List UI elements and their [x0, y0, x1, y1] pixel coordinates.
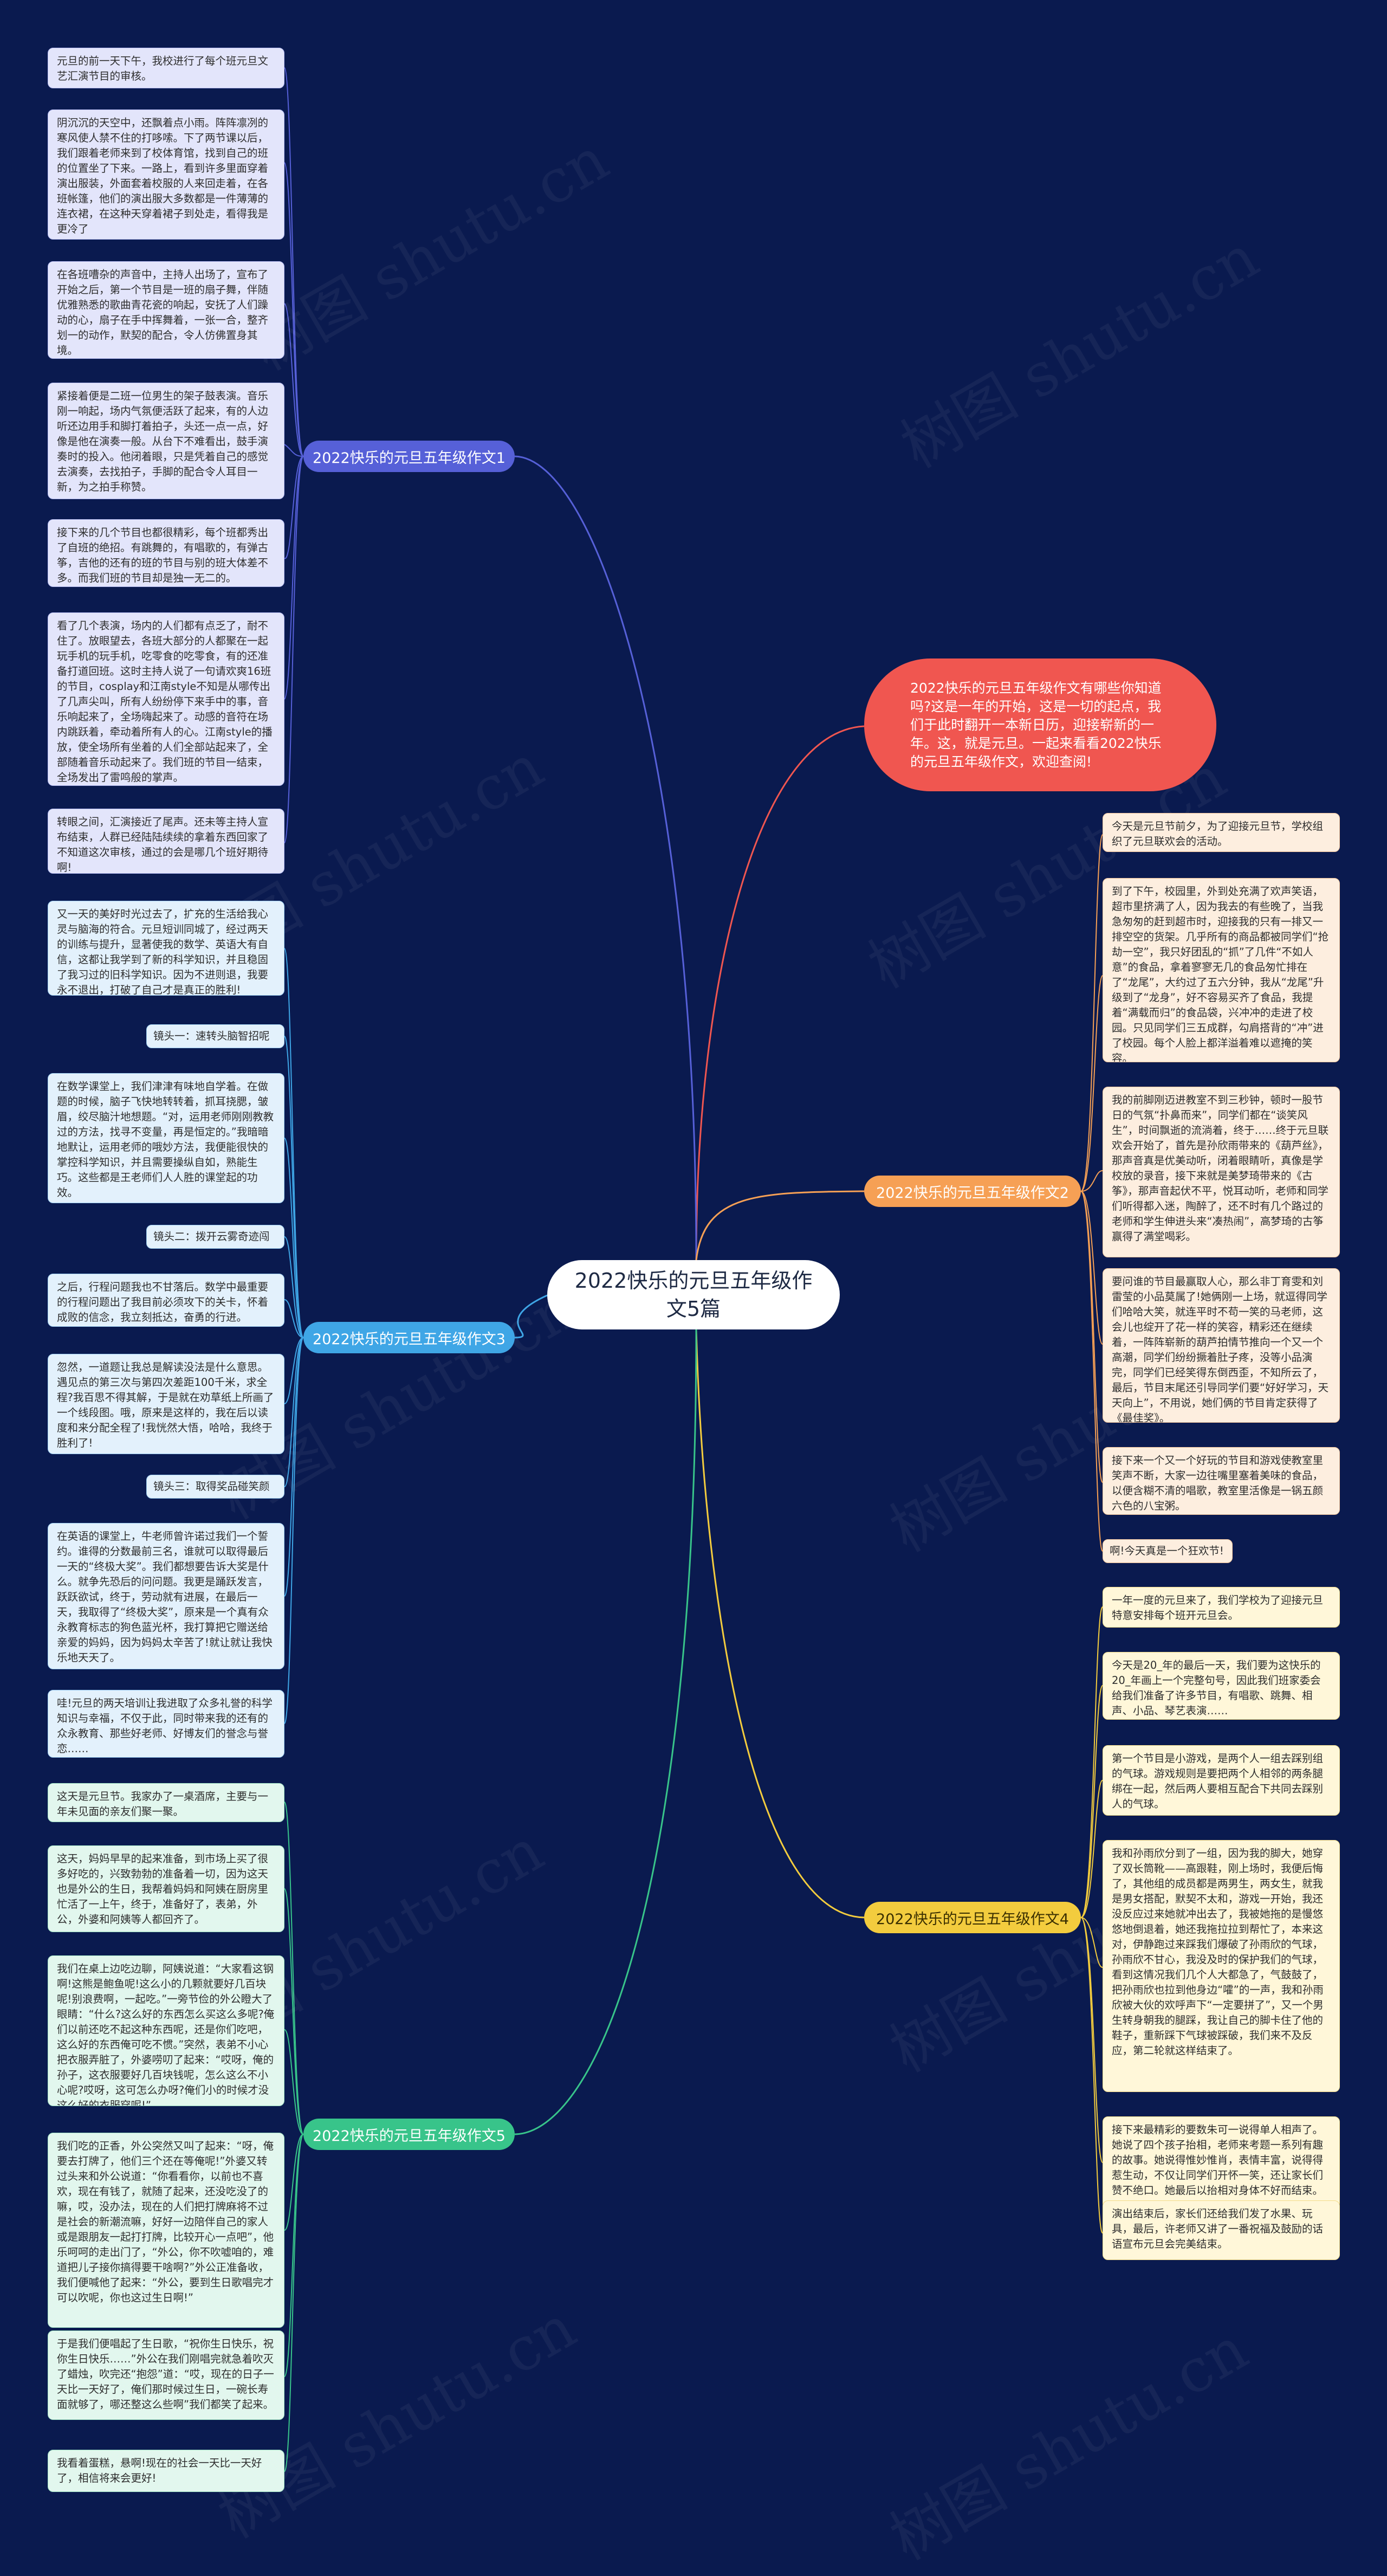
- leaf-1-3[interactable]: 在各班嘈杂的声音中，主持人出场了，宣布了开始之后，第一个节目是一班的扇子舞，伴随…: [48, 261, 284, 359]
- link-branch1: [514, 455, 697, 1261]
- link-branch5: [514, 1329, 697, 2135]
- leaf-2-5[interactable]: 接下来一个又一个好玩的节目和游戏使教室里笑声不断，大家一边往嘴里塞着美味的食品，…: [1103, 1447, 1340, 1515]
- root-node[interactable]: 2022快乐的元旦五年级作文5篇: [547, 1260, 840, 1329]
- leaf-3-2[interactable]: 镜头一：速转头脑智招呢: [146, 1024, 284, 1048]
- link-branch4: [695, 1329, 865, 1919]
- leaf-1-5[interactable]: 接下来的几个节目也都很精彩，每个班都秀出了自班的绝招。有跳舞的，有唱歌的，有弹古…: [48, 519, 284, 587]
- leaf-3-9[interactable]: 哇!元旦的两天培训让我进取了众多礼誉的科学知识与幸福，不仅于此，同时带来我的还有…: [48, 1690, 284, 1758]
- leaf-5-2[interactable]: 这天，妈妈早早的起来准备，到市场上买了很多好吃的，兴致勃勃的准备着一切，因为这天…: [48, 1845, 284, 1932]
- branch-node-1[interactable]: 2022快乐的元旦五年级作文1: [303, 441, 515, 472]
- leaf-1-6[interactable]: 看了几个表演，场内的人们都有点乏了，耐不住了。放眼望去，各班大部分的人都聚在一起…: [48, 612, 284, 786]
- leaf-4-6[interactable]: 演出结束后，家长们还给我们发了水果、玩具，最后，许老师又讲了一番祝福及鼓励的话语…: [1103, 2200, 1340, 2260]
- leaf-5-3[interactable]: 我们在桌上边吃边聊，阿姨说道：“大家看这钢啊!这熊是鲍鱼呢!这么小的几颗就要好几…: [48, 1955, 284, 2106]
- leaf-2-2[interactable]: 到了下午，校园里，外到处充满了欢声笑语，超市里挤满了人，因为我去的有些晚了，当我…: [1103, 878, 1340, 1062]
- leaf-4-1[interactable]: 一年一度的元旦来了，我们学校为了迎接元旦特意安排每个班开元旦会。: [1103, 1587, 1340, 1628]
- leaf-3-4[interactable]: 镜头二：拨开云雾奇迹闯: [146, 1225, 284, 1249]
- leaf-3-7[interactable]: 镜头三：取得奖品碰笑颜: [146, 1475, 284, 1499]
- leaf-5-5[interactable]: 于是我们便唱起了生日歌，“祝你生日快乐，祝你生日快乐……”外公在我们刚唱完就急着…: [48, 2330, 284, 2420]
- leaf-1-1[interactable]: 元旦的前一天下午，我校进行了每个班元旦文艺汇演节目的审核。: [48, 48, 284, 88]
- leaf-5-6[interactable]: 我看着蛋糕，悬啊!现在的社会一天比一天好了，相信将来会更好!: [48, 2450, 284, 2492]
- leaf-4-5[interactable]: 接下来最精彩的要数朱可一说得单人相声了。她说了四个孩子抬相，老师来考题一系列有趣…: [1103, 2116, 1340, 2209]
- leaf-3-5[interactable]: 之后，行程问题我也不甘落后。数学中最重要的行程问题出了我目前必须攻下的关卡，怀着…: [48, 1274, 284, 1327]
- leaf-3-3[interactable]: 在数学课堂上，我们津津有味地自学着。在做题的时候，脑子飞快地转转着，抓耳挠腮，皱…: [48, 1073, 284, 1203]
- leaf-4-2[interactable]: 今天是20_年的最后一天，我们要为这快乐的20_年画上一个完整句号，因此我们班家…: [1103, 1652, 1340, 1720]
- link-branch3: [514, 1294, 548, 1339]
- leaf-1-4[interactable]: 紧接着便是二班一位男生的架子鼓表演。音乐刚一响起，场内气氛便活跃了起来，有的人边…: [48, 383, 284, 499]
- intro-node[interactable]: 2022快乐的元旦五年级作文有哪些你知道吗?这是一年的开始，这是一切的起点，我们…: [864, 658, 1216, 791]
- leaf-2-3[interactable]: 我的前脚刚迈进教室不到三秒钟，顿时一股节日的气氛“扑鼻而来”，同学们都在“谈笑风…: [1103, 1087, 1340, 1257]
- leaf-1-2[interactable]: 阴沉沉的天空中，还飘着点小雨。阵阵凛冽的寒风使人禁不住的打哆嗦。下了两节课以后，…: [48, 109, 284, 240]
- leaf-2-6[interactable]: 啊!今天真是一个狂欢节!: [1103, 1539, 1233, 1563]
- link-intro: [695, 725, 865, 1261]
- leaf-3-8[interactable]: 在英语的课堂上，牛老师曾许诺过我们一个誓约。谁得的分数最前三名，谁就可以取得最后…: [48, 1523, 284, 1669]
- leaf-4-3[interactable]: 第一个节目是小游戏，是两个人一组去踩别组的气球。游戏规则是要把两个人相邻的两条腿…: [1103, 1745, 1340, 1816]
- branch-node-2[interactable]: 2022快乐的元旦五年级作文2: [864, 1176, 1081, 1207]
- leaf-5-1[interactable]: 这天是元旦节。我家办了一桌酒席，主要与一年未见面的亲友们聚一聚。: [48, 1783, 284, 1822]
- leaf-2-1[interactable]: 今天是元旦节前夕，为了迎接元旦节，学校组织了元旦联欢会的活动。: [1103, 813, 1340, 852]
- link-branch2: [695, 1190, 865, 1261]
- leaf-5-4[interactable]: 我们吃的正香，外公突然又叫了起来：“呀，俺要去打牌了，他们三个还在等俺呢!”外婆…: [48, 2133, 284, 2328]
- leaf-2-4[interactable]: 要问谁的节目最赢取人心，那么非丁育雯和刘雷莹的小品莫属了!她俩刚一上场，就逗得同…: [1103, 1268, 1340, 1423]
- leaf-3-6[interactable]: 忽然，一道题让我总是解读没法是什么意思。遇见点的第三次与第四次差距100千米，求…: [48, 1354, 284, 1454]
- branch-node-5[interactable]: 2022快乐的元旦五年级作文5: [303, 2119, 515, 2150]
- leaf-4-4[interactable]: 我和孙雨欣分到了一组，因为我的脚大，她穿了双长筒靴——高跟鞋，刚上场时，我便后悔…: [1103, 1840, 1340, 2092]
- leaf-3-1[interactable]: 又一天的美好时光过去了，扩充的生活给我心灵与脑海的符合。元旦短训同城了，经过两天…: [48, 901, 284, 996]
- branch-node-3[interactable]: 2022快乐的元旦五年级作文3: [303, 1322, 515, 1353]
- branch-node-4[interactable]: 2022快乐的元旦五年级作文4: [864, 1902, 1081, 1933]
- leaf-1-7[interactable]: 转眼之间，汇演接近了尾声。还未等主持人宣布结束，人群已经陆陆续续的拿着东西回家了…: [48, 809, 284, 874]
